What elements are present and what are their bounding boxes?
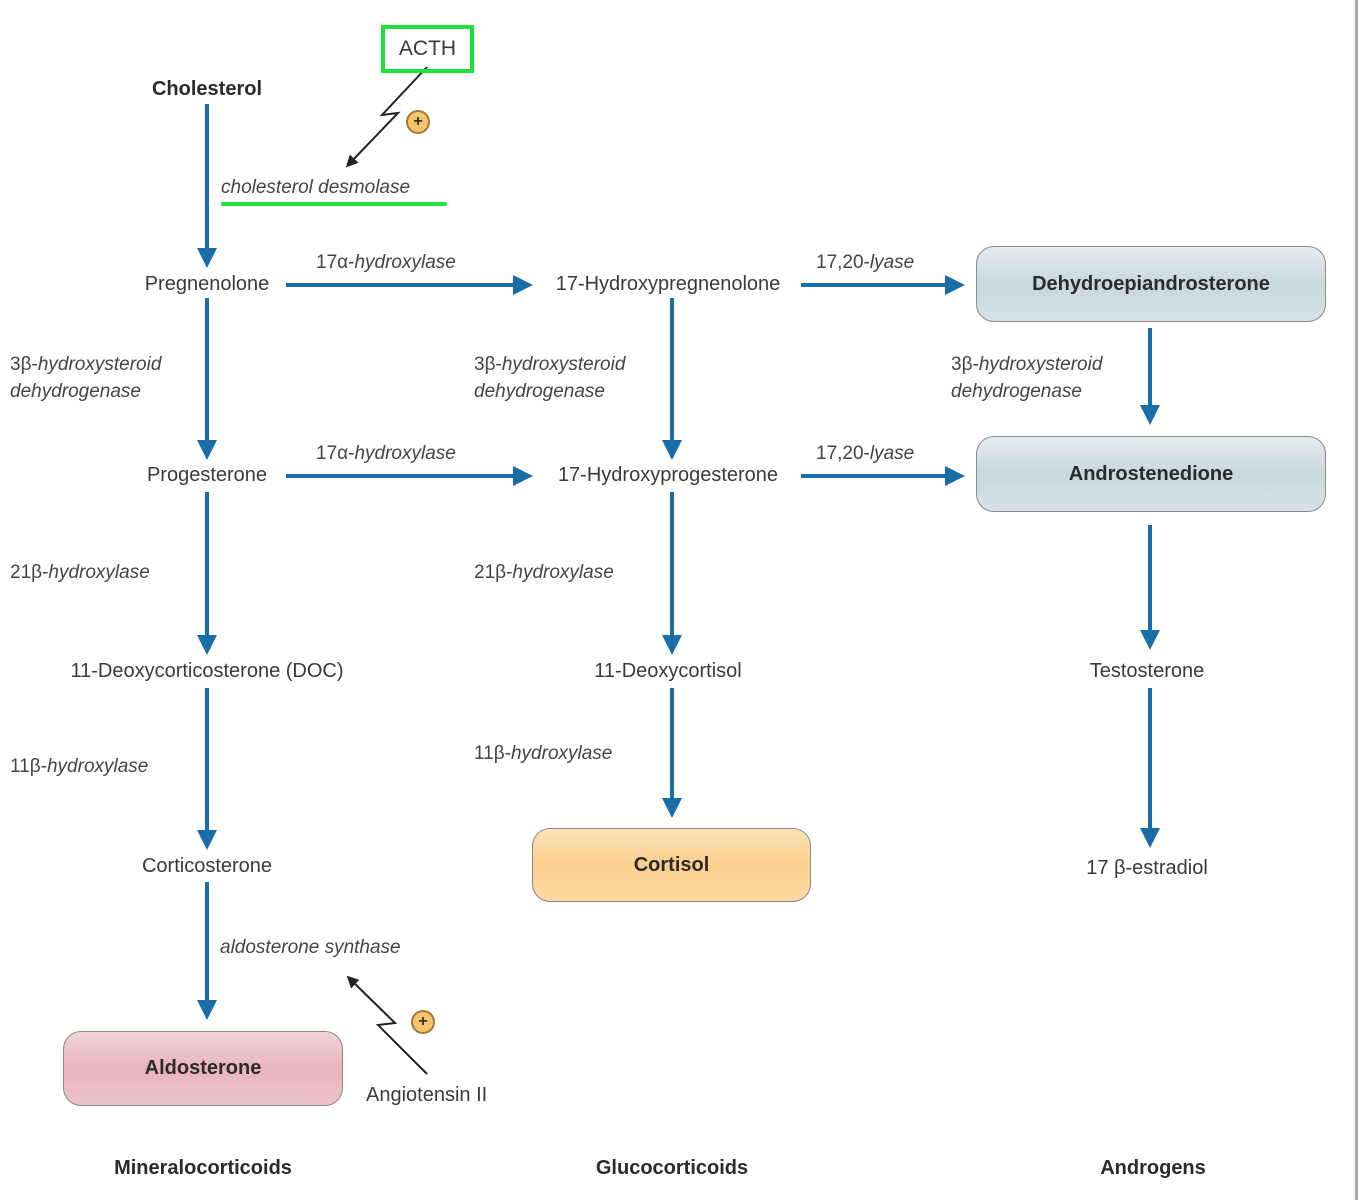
enzyme-cholesterol-desmolase: cholesterol desmolase <box>221 177 411 198</box>
node-17-hydroxyprogesterone: 17-Hydroxyprogesterone <box>557 464 779 486</box>
box-aldosterone: Aldosterone <box>63 1031 343 1106</box>
box-cortisol: Cortisol <box>532 828 811 902</box>
node-testosterone: Testosterone <box>1089 660 1205 682</box>
node-doc: 11-Deoxycorticosterone (DOC) <box>70 660 344 682</box>
acth-label: ACTH <box>398 37 457 60</box>
enzyme-21-hydroxylase-col1: 21β-hydroxylase <box>10 562 150 583</box>
node-cholesterol: Cholesterol <box>151 78 263 100</box>
enzyme-17a-hydroxylase-row1: 17α-hydroxylase <box>316 252 456 273</box>
acth-stimulation-arrow <box>345 66 428 168</box>
enzyme-3bhsd-col1: 3β-hydroxysteroid dehydrogenase <box>10 354 162 402</box>
right-border <box>1355 0 1358 1200</box>
enzyme-11-hydroxylase-col1: 11β-hydroxylase <box>10 756 149 777</box>
enzyme-21-hydroxylase-col2: 21β-hydroxylase <box>474 562 614 583</box>
plus-icon: + <box>406 110 430 134</box>
node-pregnenolone: Pregnenolone <box>144 273 270 295</box>
enzyme-3bhsd-col2: 3β-hydroxysteroid dehydrogenase <box>474 354 626 402</box>
category-androgens: Androgens <box>1100 1157 1206 1179</box>
regulator-angiotensin-ii: Angiotensin II <box>366 1084 488 1106</box>
node-progesterone: Progesterone <box>146 464 268 486</box>
plus-icon: + <box>411 1010 435 1034</box>
category-mineralocorticoids: Mineralocorticoids <box>114 1157 292 1179</box>
enzyme-17a-hydroxylase-row2: 17α-hydroxylase <box>316 443 456 464</box>
enzyme-aldosterone-synthase: aldosterone synthase <box>220 937 401 958</box>
enzyme-17-20-lyase-row1: 17,20-lyase <box>816 252 915 273</box>
enzyme-17-20-lyase-row2: 17,20-lyase <box>816 443 915 464</box>
enzyme-11-hydroxylase-col2: 11β-hydroxylase <box>474 743 613 764</box>
desmolase-highlight-underline <box>221 202 447 206</box>
enzyme-3bhsd-col3: 3β-hydroxysteroid dehydrogenase <box>951 354 1103 402</box>
box-dehydroepiandrosterone: Dehydroepiandrosterone <box>976 246 1326 322</box>
angiotensin-stimulation-arrow <box>346 975 428 1075</box>
node-11-deoxycortisol: 11-Deoxycortisol <box>594 660 742 682</box>
box-androstenedione: Androstenedione <box>976 436 1326 512</box>
node-17-hydroxypregnenolone: 17-Hydroxypregnenolone <box>555 273 781 295</box>
category-glucocorticoids: Glucocorticoids <box>595 1157 749 1179</box>
acth-box: ACTH <box>381 25 474 73</box>
node-17b-estradiol: 17 β-estradiol <box>1086 857 1208 879</box>
node-corticosterone: Corticosterone <box>141 855 273 877</box>
